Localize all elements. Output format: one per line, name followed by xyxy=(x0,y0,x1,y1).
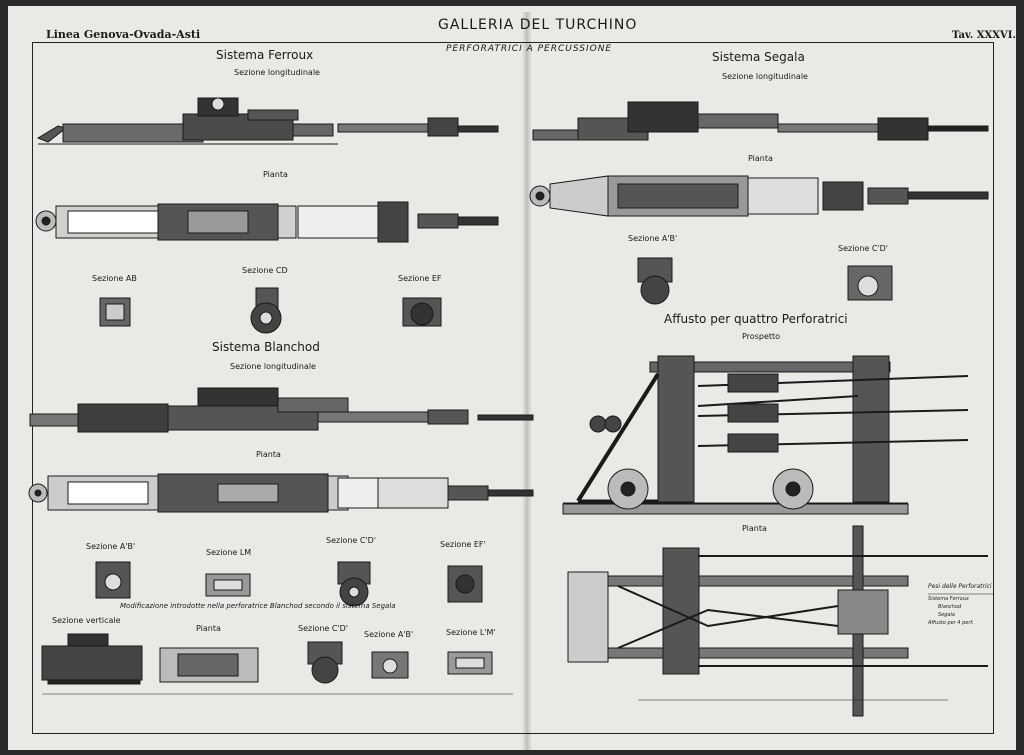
modification-plan-drawing xyxy=(159,647,259,683)
modification-title: Modificazione introdotte nella perforatr… xyxy=(120,602,396,610)
blanchod-longitudinal-drawing xyxy=(29,387,534,433)
blanchod-sec-ef-label: Sezione EF' xyxy=(440,540,486,549)
segala-title: Sistema Segala xyxy=(712,50,805,64)
plate-border xyxy=(32,42,994,734)
plate-subtitle: PERFORATRICI A PERCUSSIONE xyxy=(446,44,613,54)
ferroux-title: Sistema Ferroux xyxy=(216,48,314,62)
segala-section-ab-drawing xyxy=(637,257,673,305)
segala-plan-label: Pianta xyxy=(748,154,773,163)
modification-sec-lm-label: Sezione L'M' xyxy=(446,628,496,637)
segala-sec-ab-label: Sezione A'B' xyxy=(628,234,678,243)
carriage-title: Affusto per quattro Perforatrici xyxy=(664,312,848,326)
segala-sec-cd-label: Sezione C'D' xyxy=(838,244,888,253)
segala-plan-drawing xyxy=(529,175,989,217)
segala-long-label: Sezione longitudinale xyxy=(722,72,808,81)
blanchod-section-lm-drawing xyxy=(205,573,251,597)
ferroux-long-label: Sezione longitudinale xyxy=(234,68,320,77)
blanchod-long-label: Sezione longitudinale xyxy=(230,362,316,371)
blanchod-section-ab-drawing xyxy=(95,561,131,599)
ferroux-sec-ef-label: Sezione EF xyxy=(398,274,442,283)
blanchod-sec-lm-label: Sezione LM xyxy=(206,548,252,557)
segala-section-cd-drawing xyxy=(847,265,893,301)
technical-drawings xyxy=(28,97,993,717)
segala-longitudinal-drawing xyxy=(532,101,989,141)
ferroux-plan-label: Pianta xyxy=(263,170,288,179)
carriage-elevation-label: Prospetto xyxy=(742,332,781,341)
carriage-elevation-drawing xyxy=(562,355,969,515)
modification-section-ab-drawing xyxy=(371,651,409,679)
ferroux-section-ab-drawing xyxy=(99,297,131,327)
modification-sec-cd-label: Sezione C'D' xyxy=(298,624,348,633)
ferroux-longitudinal-drawing xyxy=(36,97,499,145)
modification-vertical-drawing xyxy=(41,633,143,685)
weights-row: Affusto per 4 perf. xyxy=(928,620,974,626)
blanchod-title: Sistema Blanchod xyxy=(212,340,320,354)
page-fold xyxy=(522,12,532,750)
modification-section-cd-drawing xyxy=(307,641,343,684)
drawing-sheet: Linea Genova-Ovada-Asti GALLERIA DEL TUR… xyxy=(8,6,1016,750)
blanchod-section-ef-drawing xyxy=(447,565,483,603)
carriage-plan-drawing xyxy=(567,525,988,717)
blanchod-plan-label: Pianta xyxy=(256,450,281,459)
weights-row: Sistema Ferroux xyxy=(928,596,969,602)
ferroux-plan-drawing xyxy=(35,201,499,243)
weights-title: Pesi delle Perforatrici xyxy=(928,583,992,590)
ferroux-section-ef-drawing xyxy=(402,297,442,327)
carriage-plan-label: Pianta xyxy=(742,524,767,533)
ferroux-section-cd-drawing xyxy=(250,287,282,334)
table-number: Tav. XXXVI. xyxy=(952,30,1016,41)
weights-row: Blanchod xyxy=(938,604,962,610)
plate-title: GALLERIA DEL TURCHINO xyxy=(438,17,638,33)
ferroux-sec-ab-label: Sezione AB xyxy=(92,274,137,283)
blanchod-section-cd-drawing xyxy=(337,561,371,607)
railway-line-label: Linea Genova-Ovada-Asti xyxy=(46,28,201,41)
modification-plan-label: Pianta xyxy=(196,624,221,633)
modification-sec-ab-label: Sezione A'B' xyxy=(364,630,414,639)
blanchod-sec-cd-label: Sezione C'D' xyxy=(326,536,376,545)
ferroux-sec-cd-label: Sezione CD xyxy=(242,266,288,275)
modification-vertical-label: Sezione verticale xyxy=(52,616,121,625)
modification-section-lm-drawing xyxy=(447,651,493,675)
blanchod-sec-ab-label: Sezione A'B' xyxy=(86,542,136,551)
weights-row: Segala xyxy=(938,612,955,618)
blanchod-plan-drawing xyxy=(28,473,534,513)
